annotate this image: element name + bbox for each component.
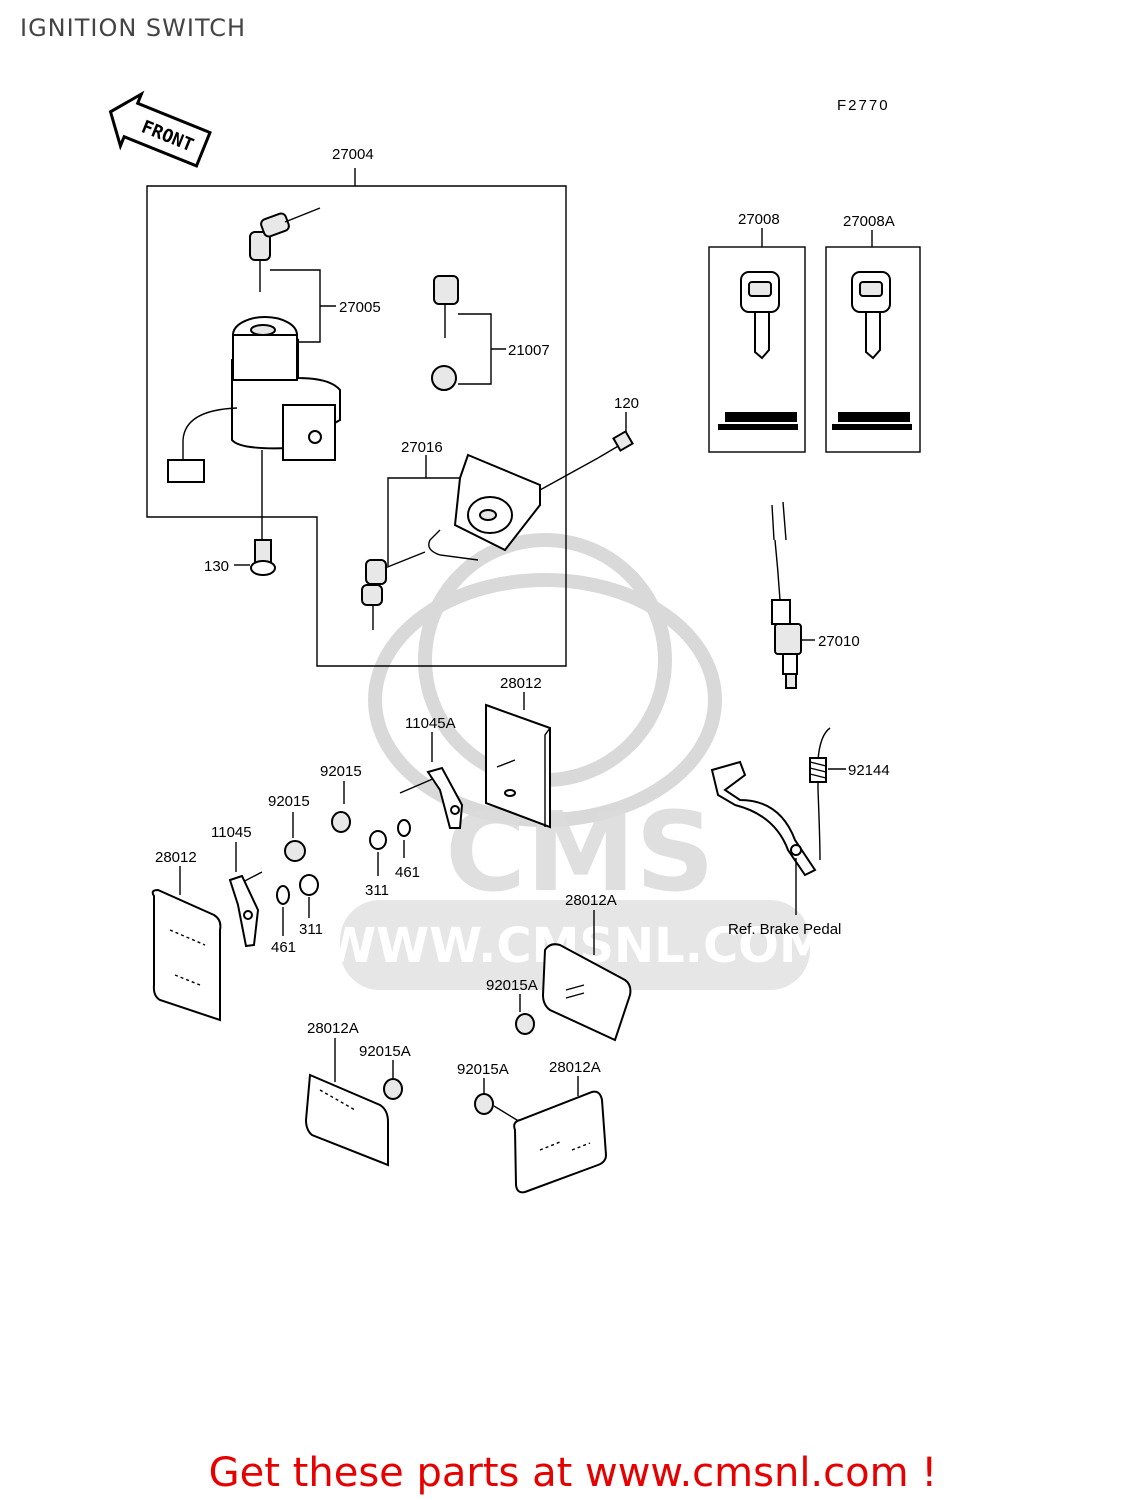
nut-92015-a-icon [331,811,351,833]
label-92015A-a: 92015A [486,977,538,994]
label-311-b: 311 [299,921,323,938]
label-ref-brake-pedal: Ref. Brake Pedal [728,921,841,938]
bracket-11045A-icon [399,766,464,829]
footer-cta[interactable]: Get these parts at www.cmsnl.com ! [208,1450,938,1496]
label-461-b: 461 [271,939,296,956]
reflector-28012A-b-icon [304,1073,389,1167]
label-27010: 27010 [818,633,860,650]
key-cap-21007-icon [431,275,459,391]
label-92015A-b: 92015A [359,1043,411,1060]
reflector-28012-left-icon [151,888,222,1022]
label-27016: 27016 [401,439,443,456]
key-blank-27008-icon [718,271,798,430]
figure-code: F2770 [837,97,890,114]
nut-311-a-icon [369,830,387,850]
label-11045A: 11045A [405,715,456,732]
label-27005: 27005 [339,299,381,316]
bolt-130-icon [250,539,276,576]
washer-461-b-icon [276,885,290,905]
label-28012-left: 28012 [155,849,197,866]
watermark-logo: CMS [445,788,714,916]
label-28012A-c: 28012A [549,1059,601,1076]
front-arrow-icon: FRONT [108,90,212,168]
nut-92015A-a-icon [515,1013,535,1035]
parts-diagram: CMS WWW.CMSNL.COM FRONT F2770 27004 2700… [108,90,921,1194]
label-28012-top: 28012 [500,675,542,692]
label-92015-b: 92015 [268,793,310,810]
label-92015-a: 92015 [320,763,362,780]
label-461-a: 461 [395,864,420,881]
nut-311-b-icon [299,874,319,896]
page-title: IGNITION SWITCH [20,14,247,42]
label-28012A-a: 28012A [565,892,617,909]
ignition-switch-icon [167,316,341,483]
label-21007: 21007 [508,342,550,359]
reflector-28012-top-icon [485,703,551,829]
washer-461-a-icon [397,819,411,837]
label-27008: 27008 [738,211,780,228]
brake-pedal-icon [710,760,817,877]
bracket-11045-icon [228,871,263,948]
label-92144: 92144 [848,762,890,779]
label-311-a: 311 [365,882,389,899]
label-28012A-b: 28012A [307,1020,359,1037]
label-27004: 27004 [332,146,374,163]
group-bracket-27004 [146,168,567,667]
reflector-28012A-a-icon [541,943,632,1042]
label-130: 130 [204,558,229,575]
nut-92015-b-icon [284,840,306,862]
seat-lock-27016-icon [361,453,541,630]
label-11045: 11045 [211,824,252,841]
key-blank-27008A-icon [832,271,912,430]
bolt-120-icon [597,430,634,459]
label-120: 120 [614,395,639,412]
brake-switch-27010-icon [771,501,802,689]
nut-92015A-b-icon [383,1078,403,1100]
key-blank-card-27008 [708,246,806,453]
key-pair-27005-icon [249,207,321,292]
reflector-28012A-c-icon [513,1090,608,1194]
nut-92015A-c-icon [474,1093,494,1115]
label-27008A: 27008A [843,213,895,230]
spring-92144-icon [809,727,831,861]
label-92015A-c: 92015A [457,1061,509,1078]
key-blank-card-27008A [825,246,921,453]
